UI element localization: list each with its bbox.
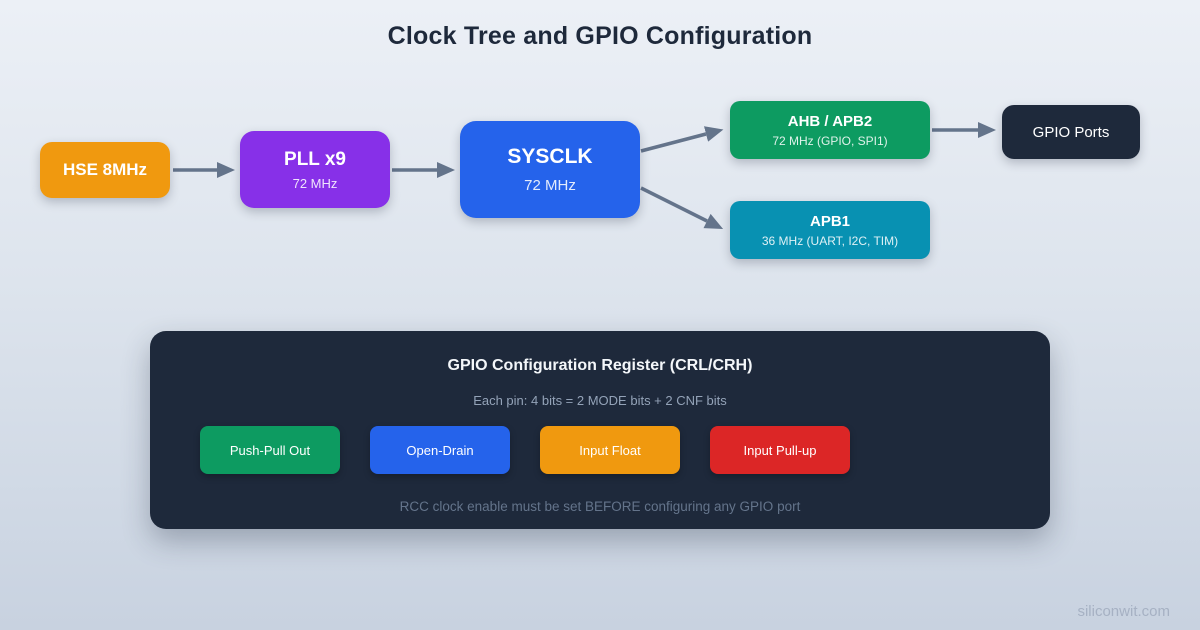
node-pll: PLL x9 72 MHz (240, 131, 390, 208)
mode-chip-open-drain-label: Open-Drain (406, 442, 474, 458)
node-sysclk-label: SYSCLK (507, 145, 593, 168)
gpio-config-panel: GPIO Configuration Register (CRL/CRH) Ea… (150, 331, 1050, 529)
panel-subtitle: Each pin: 4 bits = 2 MODE bits + 2 CNF b… (473, 393, 727, 408)
node-gpio-ports-label: GPIO Ports (1032, 123, 1110, 141)
node-hse: HSE 8MHz (40, 142, 170, 198)
node-hse-label: HSE 8MHz (62, 160, 148, 179)
node-pll-frequency: 72 MHz (292, 175, 338, 191)
node-apb1-frequency: 36 MHz (UART, I2C, TIM) (761, 233, 899, 248)
page-title: Clock Tree and GPIO Configuration (387, 22, 813, 50)
arrow-sysclk-to-apb1 (640, 186, 724, 230)
node-apb1-label: APB1 (809, 212, 850, 230)
node-sysclk: SYSCLK 72 MHz (460, 121, 640, 218)
panel-title: GPIO Configuration Register (CRL/CRH) (447, 357, 753, 374)
node-pll-label: PLL x9 (284, 148, 346, 170)
node-apb1: APB1 36 MHz (UART, I2C, TIM) (730, 201, 930, 259)
node-gpio-ports: GPIO Ports (1002, 105, 1140, 159)
mode-chip-push-pull-out-label: Push-Pull Out (229, 442, 311, 458)
mode-chip-open-drain: Open-Drain (370, 426, 510, 474)
node-sysclk-frequency: 72 MHz (524, 177, 576, 194)
mode-chip-input-pull-up: Input Pull-up (710, 426, 850, 474)
arrow-sysclk-to-ahb (640, 126, 724, 153)
mode-chip-push-pull-out: Push-Pull Out (200, 426, 340, 474)
watermark: siliconwit.com (1077, 603, 1170, 620)
mode-chip-input-float-label: Input Float (579, 442, 641, 458)
node-ahb-apb2-label: AHB / APB2 (787, 112, 873, 130)
mode-chip-input-pull-up-label: Input Pull-up (743, 442, 817, 458)
node-ahb-apb2-frequency: 72 MHz (GPIO, SPI1) (772, 133, 888, 148)
mode-chip-input-float: Input Float (540, 426, 680, 474)
node-ahb-apb2: AHB / APB2 72 MHz (GPIO, SPI1) (730, 101, 930, 159)
panel-note: RCC clock enable must be set BEFORE conf… (399, 499, 801, 514)
